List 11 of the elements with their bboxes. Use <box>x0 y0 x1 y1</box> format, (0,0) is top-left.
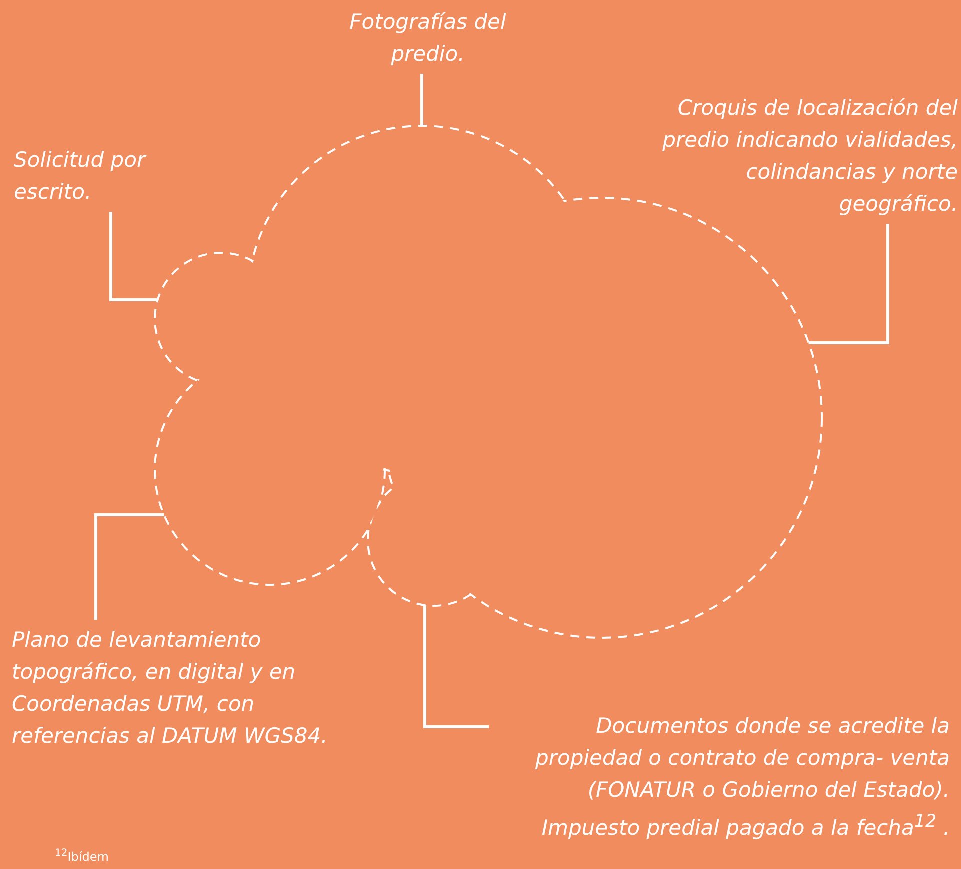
leader-line <box>808 224 890 344</box>
callout-text: Solicitud por escrito. <box>14 144 214 208</box>
leader-line <box>424 605 489 728</box>
leader-line <box>420 74 424 126</box>
callout-text: Fotografías del predio. <box>318 6 538 70</box>
leader-line <box>110 212 158 302</box>
footnote: $^{12}$Ibídem <box>55 848 109 864</box>
callout-text: Croquis de localización del predio indicando vialidades, colindancias y norte geográfico. <box>630 92 958 220</box>
callout-text: Documentos donde se acredite la propiedad o contrato de compra- venta (FONATUR o Gobierno del Estado). Impuesto predial pagado a la fecha$^{12}$ . <box>495 710 950 844</box>
callout-text: Plano de levantamiento topográfico, en digital y en Coordenadas UTM, con referencias al DATUM WGS84. <box>12 624 362 752</box>
leader-line <box>94 514 164 620</box>
